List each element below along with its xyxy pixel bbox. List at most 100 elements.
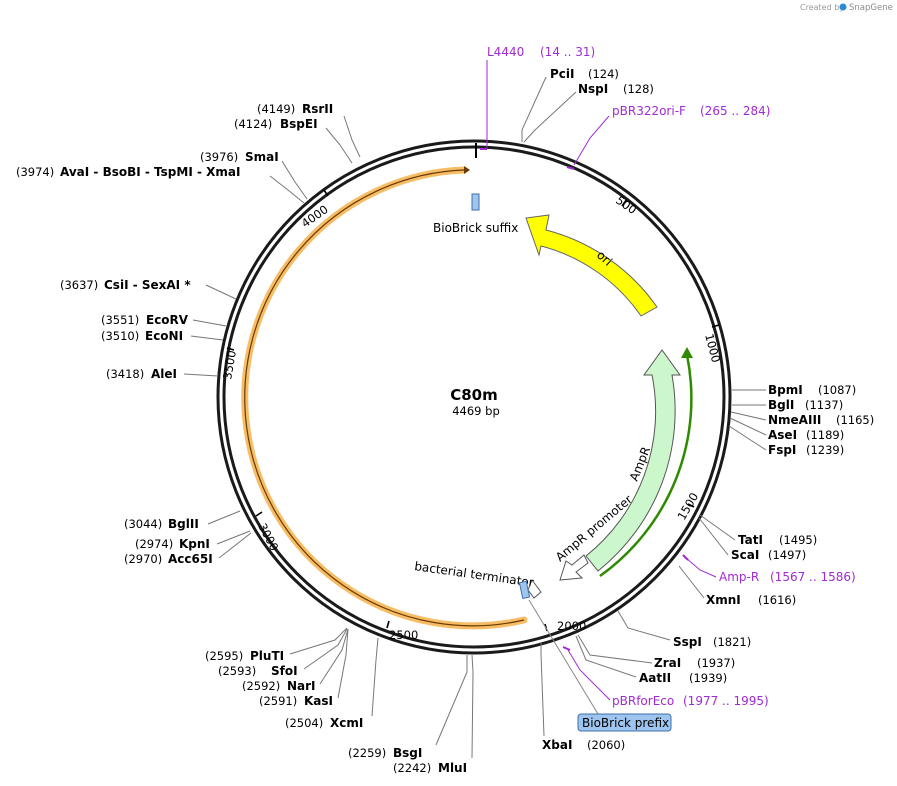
tick-500 (621, 198, 628, 207)
site-asei-pos: (1189) (806, 428, 844, 442)
backbone-inner (222, 145, 726, 649)
site-csii-sexai: (3637) CsiI - SexAI * (60, 278, 237, 300)
site-mlui: (2242) MluI (393, 654, 474, 775)
plasmid-size: 4469 bp (452, 404, 500, 418)
site-bgli-pos: (1137) (805, 398, 843, 412)
site-bglii: (3044) BglII (124, 510, 241, 531)
site-ecorv: (3551) EcoRV (101, 313, 227, 327)
site-nspi-name: NspI (578, 82, 608, 96)
site-econi-pos: (3510) (101, 329, 139, 343)
site-xcmi: (2504) XcmI (285, 637, 379, 730)
site-bgli: BglI (1137) (732, 398, 843, 412)
tick-3000 (255, 511, 263, 517)
site-tati-name: TatI (738, 533, 763, 547)
site-acc65i: (2970) Acc65I (124, 532, 252, 566)
site-xmni-pos: (1616) (758, 593, 796, 607)
site-pcii-name: PciI (550, 67, 575, 81)
feature-ampr-arrow (585, 349, 681, 572)
site-xcmi-pos: (2504) (285, 716, 323, 730)
site-nari-name: NarI (287, 679, 316, 693)
site-alei-name: AleI (151, 367, 177, 381)
feature-ampr-promoter-arrow (559, 554, 589, 581)
site-ecorv-name: EcoRV (146, 313, 189, 327)
site-smai: (3976) SmaI (200, 150, 308, 200)
site-nspi-pos: (128) (623, 82, 654, 96)
biobrick-prefix-label: BioBrick prefix (582, 716, 669, 730)
primer-l4440-name: L4440 (487, 45, 524, 59)
site-pcii: PciI (124) (521, 67, 619, 142)
site-zrai-pos: (1937) (697, 656, 735, 670)
primer-amp-r-range: (1567 .. 1586) (770, 570, 856, 584)
site-csii-sexai-pos: (3637) (60, 278, 98, 292)
site-bpmi: BpmI (1087) (732, 383, 856, 397)
site-rsrii: (4149) RsrII (257, 102, 361, 158)
credit-text: Created by (800, 3, 844, 12)
site-bsgi-pos: (2259) (348, 746, 386, 760)
site-xmni-name: XmnI (706, 593, 741, 607)
tick-label-3500: 3500 (220, 349, 239, 380)
site-aatii: AatII (1939) (575, 635, 727, 685)
site-nari: (2592) NarI (242, 628, 349, 693)
site-bpmi-pos: (1087) (818, 383, 856, 397)
site-alei: (3418) AleI (106, 367, 219, 381)
site-kpni-pos: (2974) (135, 537, 173, 551)
site-sfoi: (2593) SfoI (218, 628, 348, 678)
site-kasi-pos: (2591) (259, 694, 297, 708)
site-xbai-pos: (2060) (587, 738, 625, 752)
site-aatii-pos: (1939) (689, 671, 727, 685)
site-bglii-pos: (3044) (124, 517, 162, 531)
site-bgli-name: BglI (768, 398, 794, 412)
brand-name: SnapGene (849, 3, 893, 13)
site-sspi-pos: (1821) (713, 635, 751, 649)
primer-l4440-range: (14 .. 31) (540, 45, 595, 59)
tick-3500 (226, 347, 235, 351)
site-scai-pos: (1497) (768, 548, 806, 562)
tick-1000 (711, 324, 720, 328)
backbone-outer (216, 139, 732, 655)
site-zrai-name: ZraI (654, 656, 681, 670)
site-bpmi-name: BpmI (768, 383, 803, 397)
site-smai-pos: (3976) (200, 150, 238, 164)
site-xcmi-name: XcmI (330, 716, 363, 730)
biobrick-prefix-leader (528, 599, 599, 715)
tick-label-2000: 2000 (557, 619, 586, 633)
primer-pbr322ori-f-range: (265 .. 284) (700, 104, 770, 118)
site-nmeaiii-name: NmeAIII (768, 413, 821, 427)
primer-pbrforeco: pBRforEco (1977 .. 1995) (562, 646, 769, 708)
site-nmeaiii-pos: (1165) (836, 413, 874, 427)
site-nari-pos: (2592) (242, 679, 280, 693)
site-acc65i-name: Acc65I (168, 552, 213, 566)
tick-2500 (386, 620, 390, 629)
feature-orange-arc-core (244, 169, 525, 627)
site-smai-name: SmaI (245, 150, 279, 164)
site-ecorv-pos: (3551) (101, 313, 139, 327)
biobrick-suffix-box (471, 193, 480, 211)
site-bglii-name: BglII (168, 517, 199, 531)
tick-label-2500: 2500 (389, 628, 418, 642)
site-mlui-pos: (2242) (393, 761, 431, 775)
site-scai-name: ScaI (731, 548, 759, 562)
site-pluti: (2595) PluTI (205, 627, 348, 663)
site-bspei-name: BspEI (280, 117, 318, 131)
site-kasi-name: KasI (304, 694, 333, 708)
tick-label-1000: 1000 (702, 332, 723, 364)
feature-orange-arrowhead (464, 166, 470, 174)
site-scai: ScaI (1497) (698, 517, 806, 562)
site-sfoi-pos: (2593) (218, 664, 256, 678)
site-xmni: XmnI (1616) (678, 565, 796, 607)
primer-pbr322ori-f-name: pBR322ori-F (612, 104, 686, 118)
site-kasi: (2591) KasI (259, 628, 349, 708)
site-bspei-pos: (4124) (234, 117, 272, 131)
tick-1500 (687, 503, 695, 508)
site-kpni-name: KpnI (179, 537, 210, 551)
site-tati-pos: (1495) (779, 533, 817, 547)
biobrick-prefix-marker (518, 580, 531, 600)
biobrick-suffix-label: BioBrick suffix (433, 221, 518, 235)
site-sspi: SspI (1821) (617, 610, 751, 649)
primer-pbr322ori-f: pBR322ori-F (265 .. 284) (566, 104, 770, 170)
feature-terminator-arrow (527, 578, 542, 599)
site-pluti-name: PluTI (250, 649, 284, 663)
snapgene-logo: SnapGene (839, 3, 893, 13)
site-pluti-pos: (2595) (205, 649, 243, 663)
